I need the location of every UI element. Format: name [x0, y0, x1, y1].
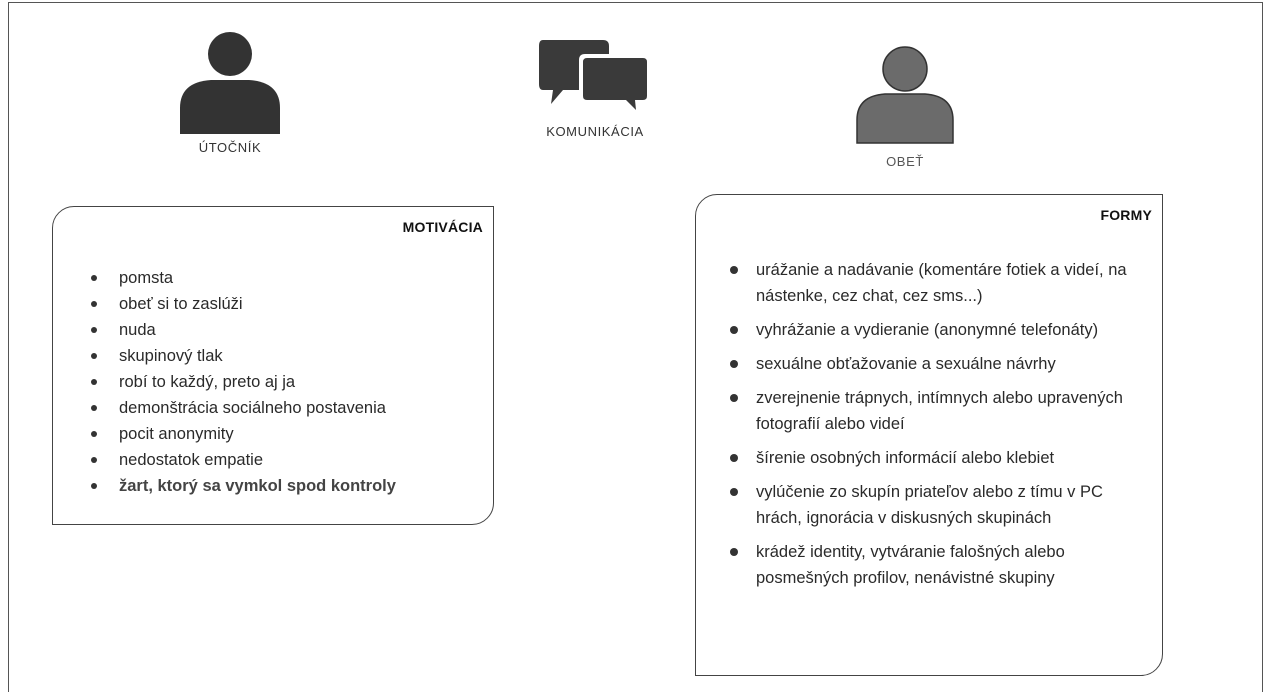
communication-node: KOMUNIKÁCIA — [520, 40, 670, 139]
motivation-card: MOTIVÁCIA pomsta obeť si to zaslúži nuda… — [52, 206, 494, 525]
forms-title: FORMY — [1100, 207, 1152, 223]
list-item: demonštrácia sociálneho postavenia — [91, 395, 396, 421]
person-icon — [180, 32, 280, 134]
motivation-list: pomsta obeť si to zaslúži nuda skupinový… — [91, 265, 396, 499]
list-item: vylúčenie zo skupín priateľov alebo z tí… — [730, 479, 1150, 531]
list-item: pomsta — [91, 265, 396, 291]
list-item: urážanie a nadávanie (komentáre fotiek a… — [730, 257, 1150, 309]
list-item: skupinový tlak — [91, 343, 396, 369]
list-item: nedostatok empatie — [91, 447, 396, 473]
victim-node: OBEŤ — [845, 40, 965, 169]
speech-bubbles-icon — [539, 40, 651, 110]
diagram-frame — [8, 2, 1263, 692]
list-item: šírenie osobných informácií alebo klebie… — [730, 445, 1150, 471]
forms-list: urážanie a nadávanie (komentáre fotiek a… — [730, 257, 1150, 599]
list-item: žart, ktorý sa vymkol spod kontroly — [91, 473, 396, 499]
list-item: krádež identity, vytváranie falošných al… — [730, 539, 1150, 591]
list-item: zverejnenie trápnych, intímnych alebo up… — [730, 385, 1150, 437]
motivation-title: MOTIVÁCIA — [402, 219, 483, 235]
list-item: sexuálne obťažovanie a sexuálne návrhy — [730, 351, 1150, 377]
victim-label: OBEŤ — [886, 154, 924, 169]
forms-card: FORMY urážanie a nadávanie (komentáre fo… — [695, 194, 1163, 676]
list-item: obeť si to zaslúži — [91, 291, 396, 317]
list-item: vyhrážanie a vydieranie (anonymné telefo… — [730, 317, 1150, 343]
communication-label: KOMUNIKÁCIA — [546, 124, 644, 139]
list-item: nuda — [91, 317, 396, 343]
list-item: pocit anonymity — [91, 421, 396, 447]
attacker-label: ÚTOČNÍK — [198, 140, 262, 155]
attacker-node: ÚTOČNÍK — [170, 24, 290, 155]
list-item: robí to každý, preto aj ja — [91, 369, 396, 395]
person-icon — [856, 46, 954, 144]
